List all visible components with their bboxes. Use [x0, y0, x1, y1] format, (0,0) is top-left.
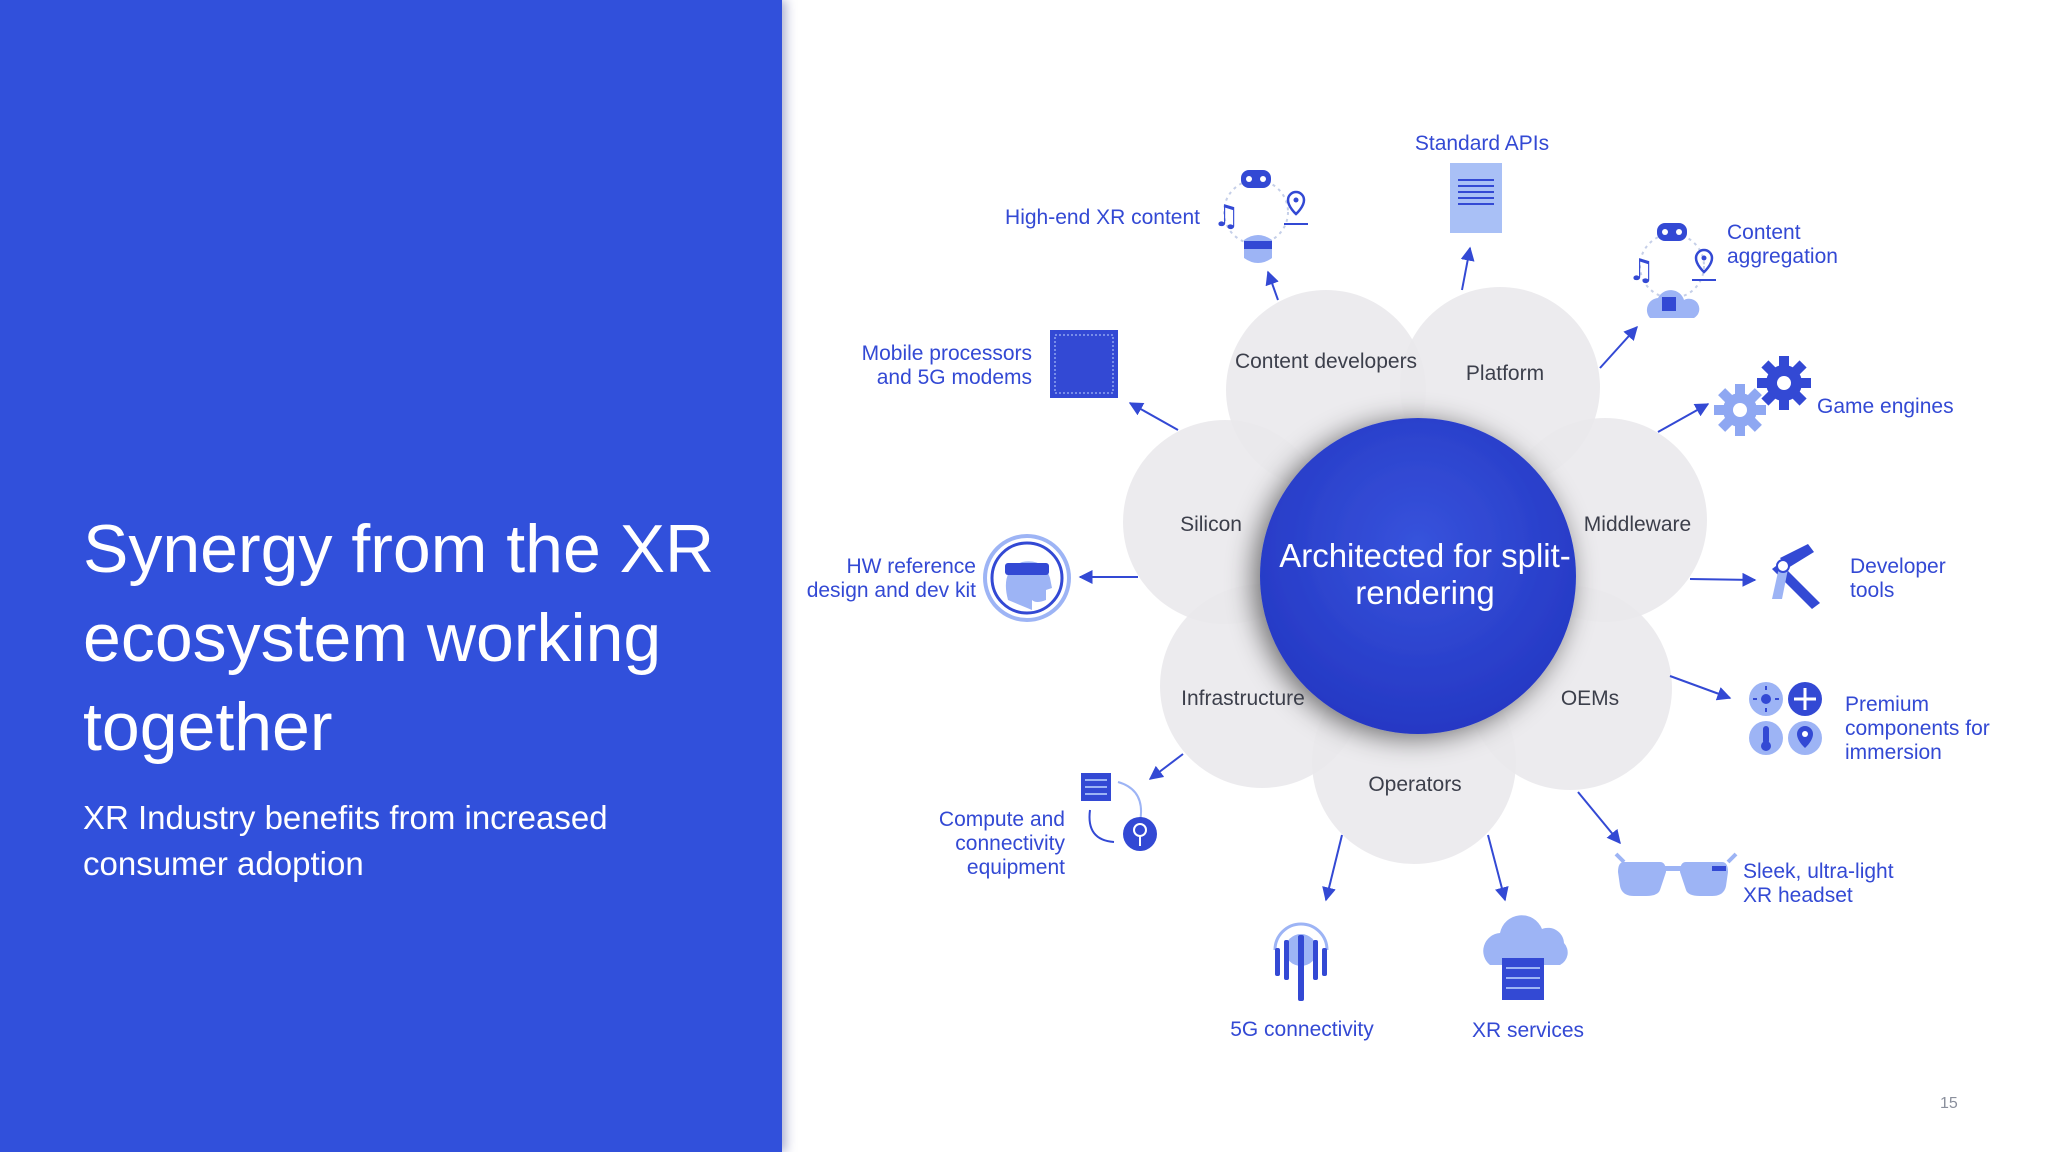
hw-reference-label: HW reference design and dev kit [806, 555, 976, 602]
petal-middleware-label: Middleware [1583, 513, 1692, 536]
sleek-headset-label: Sleek, ultra-light XR headset [1743, 860, 1894, 907]
arrow-mobile-processors [1128, 402, 1179, 431]
mobile-processors-label: Mobile processors and 5G modems [861, 342, 1032, 389]
premium-components-icon [1749, 682, 1822, 755]
vr-head-icon [983, 534, 1071, 622]
slide-title: Synergy from the XR ecosystem working to… [83, 511, 715, 765]
arrows [1078, 246, 1757, 902]
petal-infrastructure-label: Infrastructure [1181, 687, 1305, 710]
petal-platform-label: Platform [1465, 362, 1545, 385]
standard-apis-label: Standard APIs [1414, 132, 1550, 155]
hub-circle [1260, 418, 1576, 734]
arrow-developer-tools [1689, 572, 1757, 587]
arrow-compute [1148, 753, 1184, 780]
arrow-game-engines [1657, 403, 1710, 433]
petal-content-developers-label: Content developers [1234, 350, 1418, 373]
developer-tools-icon [1772, 544, 1820, 609]
left-panel: Synergy from the XR ecosystem working to… [0, 0, 782, 1152]
compute-connectivity-label: Compute and connectivity equipment [938, 808, 1065, 879]
cloud-server-icon [1483, 915, 1568, 1000]
content-aggregation-icon: ♫ [1628, 223, 1716, 318]
arrow-5g [1322, 834, 1343, 902]
arrow-content-aggregation [1599, 325, 1638, 369]
high-end-xr-content-label: High-end XR content [1005, 206, 1200, 229]
chip-icon [1050, 330, 1118, 398]
document-icon [1450, 163, 1502, 233]
arrow-xr-services [1487, 834, 1509, 902]
petal-oems-label: OEMs [1560, 687, 1620, 710]
content-aggregation-label: Content aggregation [1727, 221, 1838, 268]
arrow-high-end [1265, 270, 1279, 301]
arrow-standard-apis [1460, 246, 1475, 291]
5g-tower-icon [1273, 922, 1329, 1001]
xr-services-label: XR services [1471, 1019, 1585, 1042]
compute-equipment-icon [1081, 773, 1157, 851]
glasses-icon [1614, 852, 1738, 896]
petal-operators-label: Operators [1368, 773, 1462, 796]
slide-subtitle: XR Industry benefits from increased cons… [83, 799, 608, 882]
game-engines-label: Game engines [1817, 395, 1954, 418]
arrow-premium [1669, 675, 1732, 701]
page-number: 15 [1940, 1095, 1958, 1112]
petal-group [1123, 287, 1707, 864]
hub-label: Architected for split-rendering [1279, 537, 1571, 611]
gears-icon [1714, 356, 1811, 436]
svg-text:♫: ♫ [1628, 253, 1655, 288]
5g-connectivity-label: 5G connectivity [1230, 1018, 1374, 1041]
svg-text:♫: ♫ [1213, 199, 1240, 234]
xr-content-cluster-icon: ♫ [1213, 170, 1308, 263]
premium-components-label: Premium components for immersion [1845, 693, 1990, 764]
petal-silicon-label: Silicon [1180, 513, 1242, 536]
arrow-sleek [1577, 791, 1621, 845]
developer-tools-label: Developer tools [1850, 555, 1946, 602]
